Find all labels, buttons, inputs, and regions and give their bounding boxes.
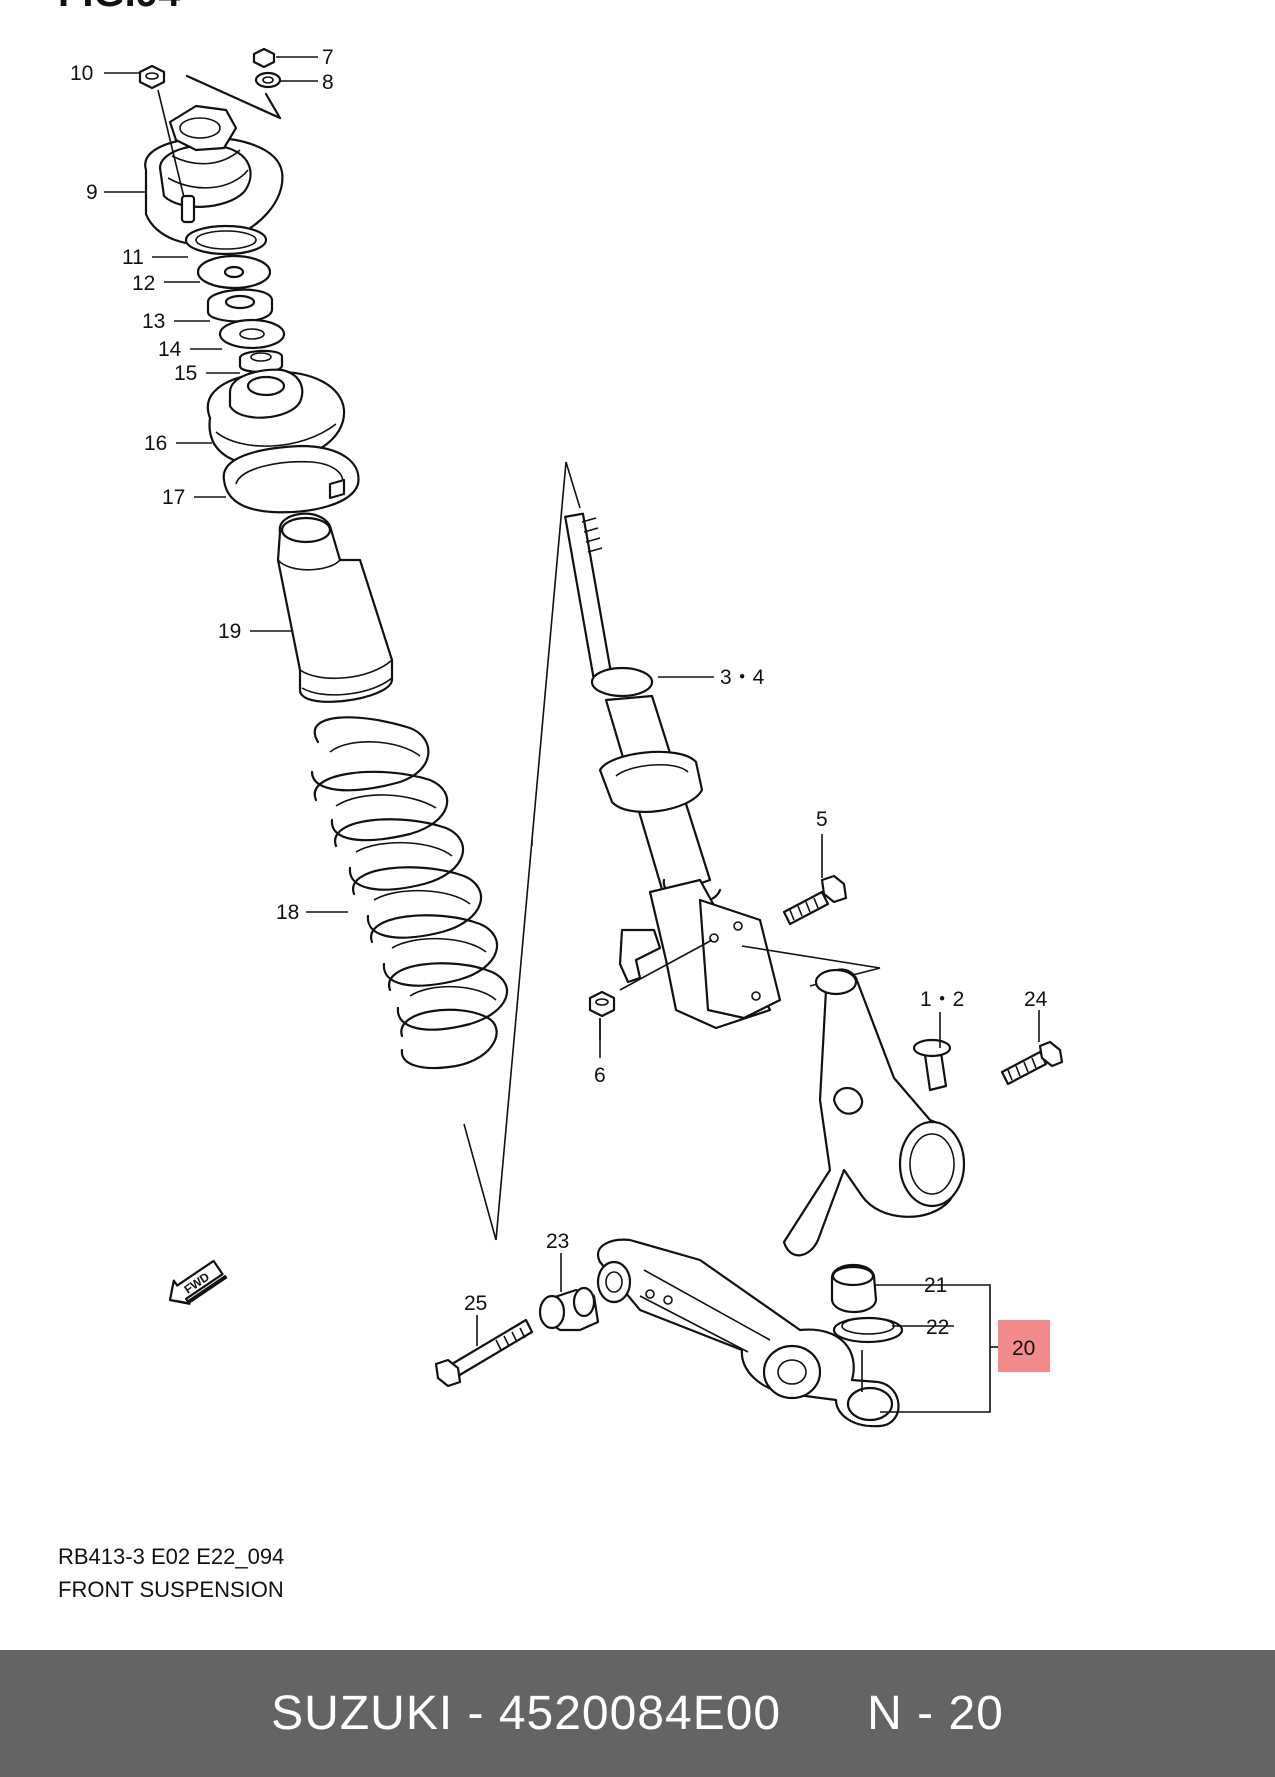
highlight-box — [998, 1320, 1050, 1372]
callout-19: 19 — [218, 620, 241, 643]
callout-25: 25 — [464, 1292, 487, 1315]
footer-brand-part: SUZUKI - 4520084E00 — [271, 1687, 782, 1740]
callout-18: 18 — [276, 901, 299, 924]
part-14-washer — [218, 318, 286, 350]
part-21-bushing — [830, 1263, 878, 1313]
callout-15: 15 — [174, 362, 197, 385]
callout-7: 7 — [322, 46, 334, 69]
footer-bar: SUZUKI - 4520084E00 N - 20 — [0, 1650, 1275, 1777]
part-12-washer — [196, 254, 272, 290]
leader-lines — [104, 56, 1040, 1413]
part-6-nut — [588, 990, 616, 1040]
figure-header: FIG.94 — [58, 0, 181, 15]
callout-1-2: 1・2 — [920, 988, 964, 1011]
callout-22: 22 — [926, 1316, 949, 1339]
fwd-arrow-icon: FWD — [168, 1259, 228, 1305]
part-7-nut — [252, 47, 276, 69]
part-23-bushing — [538, 1286, 600, 1332]
callout-3-4: 3・4 — [720, 666, 765, 689]
callout-20: 20 — [1012, 1337, 1035, 1360]
callout-23: 23 — [546, 1230, 569, 1253]
part-9-strut-mount — [144, 89, 284, 246]
callout-21: 21 — [924, 1274, 947, 1297]
part-1-2-steering-knuckle — [782, 968, 966, 1257]
part-5-bolt — [782, 874, 848, 926]
exploded-parts-diagram: FIG.94 — [58, 0, 1064, 1428]
callout-labels: 10 7 8 9 11 12 13 14 15 16 17 19 18 3・4 … — [70, 46, 1048, 1339]
part-17-spring-insulator — [222, 444, 360, 514]
part-20-control-arm — [596, 1238, 900, 1428]
part-25-bolt — [434, 1318, 534, 1388]
part-24-bolt — [1000, 1040, 1064, 1086]
part-18-coil-spring — [310, 716, 509, 1070]
diagram-code: RB413-3 E02 E22_094 — [58, 1544, 285, 1569]
part-8-washer — [254, 71, 282, 89]
part-19-dust-boot — [276, 512, 394, 703]
callout-10: 10 — [70, 62, 93, 85]
part-11-bearing-seat — [184, 224, 268, 256]
callout-11: 11 — [122, 246, 144, 269]
part-15-nut — [238, 349, 284, 374]
callout-17: 17 — [162, 486, 185, 509]
footer-position: N - 20 — [867, 1687, 1004, 1740]
callout-16: 16 — [144, 432, 167, 455]
callout-24: 24 — [1024, 988, 1048, 1011]
callout-5: 5 — [816, 808, 828, 831]
part-13-bearing — [206, 288, 274, 323]
part-10-nut — [138, 64, 166, 90]
part-16-upper-spring-seat — [206, 368, 346, 466]
callout-14: 14 — [158, 338, 182, 361]
part-22-clip — [832, 1316, 904, 1344]
callout-8: 8 — [322, 71, 334, 94]
callout-12: 12 — [132, 272, 155, 295]
diagram-title: FRONT SUSPENSION — [58, 1577, 284, 1602]
callout-13: 13 — [142, 310, 165, 333]
highlighted-part-20[interactable]: 20 — [998, 1320, 1050, 1372]
callout-9: 9 — [86, 181, 98, 204]
footer-spacer — [781, 1686, 867, 1741]
callout-6: 6 — [594, 1064, 606, 1087]
part-3-4-strut — [564, 512, 881, 1030]
